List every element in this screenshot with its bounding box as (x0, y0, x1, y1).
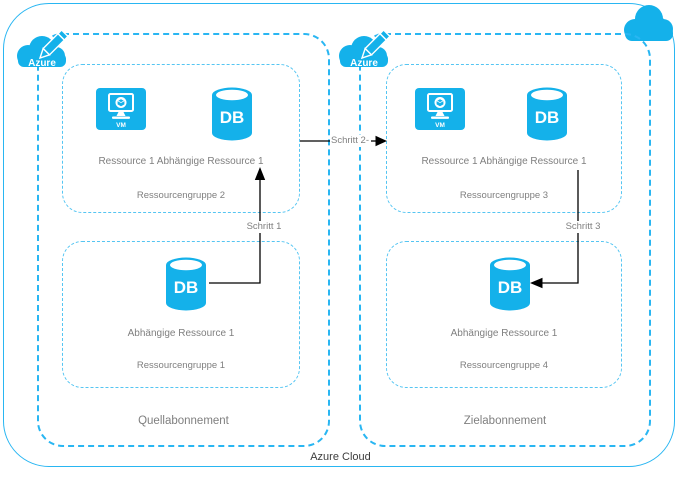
azure-logo-label: Azure (350, 58, 378, 69)
resource-group-4-name: Ressourcengruppe 4 (459, 360, 549, 371)
cloud-icon (624, 5, 673, 41)
vm-icon: VM (96, 88, 146, 130)
step-2-label: Schritt 2- (330, 135, 370, 147)
db-icon: DB (166, 257, 206, 311)
azure-cloud-title: Azure Cloud (310, 451, 371, 463)
pencil-icon (38, 29, 69, 60)
resource-group-2-name: Ressourcengruppe 2 (136, 190, 226, 201)
db-icon: DB (490, 257, 530, 311)
subscription-zielabonnement-label: Zielabonnement (463, 415, 547, 427)
resource-group-1-resources-label: Abhängige Ressource 1 (127, 328, 235, 339)
db-icon-label: DB (174, 278, 199, 297)
subscription-quellabonnement (37, 33, 330, 447)
resource-group-2-resources-label: Ressource 1 Abhängige Ressource 1 (98, 156, 264, 167)
step-1-label: Schritt 1 (239, 221, 289, 233)
db-icon: DB (212, 87, 252, 141)
resource-group-1-name: Ressourcengruppe 1 (136, 360, 226, 371)
pencil-icon (360, 29, 391, 60)
resource-group-1 (62, 241, 300, 388)
db-icon-label: DB (498, 278, 523, 297)
db-icon-label: DB (535, 108, 560, 127)
db-icon: DB (527, 87, 567, 141)
vm-icon: VM (415, 88, 465, 130)
vm-icon-label: VM (435, 122, 445, 129)
resource-group-3-resources-label: Ressource 1 Abhängige Ressource 1 (421, 156, 587, 167)
subscription-quellabonnement-label: Quellabonnement (138, 415, 229, 427)
resource-group-2 (62, 64, 300, 213)
resource-group-4-resources-label: Abhängige Ressource 1 (450, 328, 558, 339)
resource-group-3-name: Ressourcengruppe 3 (459, 190, 549, 201)
vm-icon-label: VM (116, 122, 126, 129)
azure-logo-icon: Azure (339, 29, 391, 69)
azure-cloud-boundary (3, 3, 675, 467)
db-icon-label: DB (220, 108, 245, 127)
azure-logo-icon: Azure (17, 29, 69, 69)
step-3-label: Schritt 3 (560, 221, 606, 233)
subscription-zielabonnement (359, 33, 651, 447)
resource-group-4 (386, 241, 622, 388)
azure-logo-label: Azure (28, 58, 56, 69)
